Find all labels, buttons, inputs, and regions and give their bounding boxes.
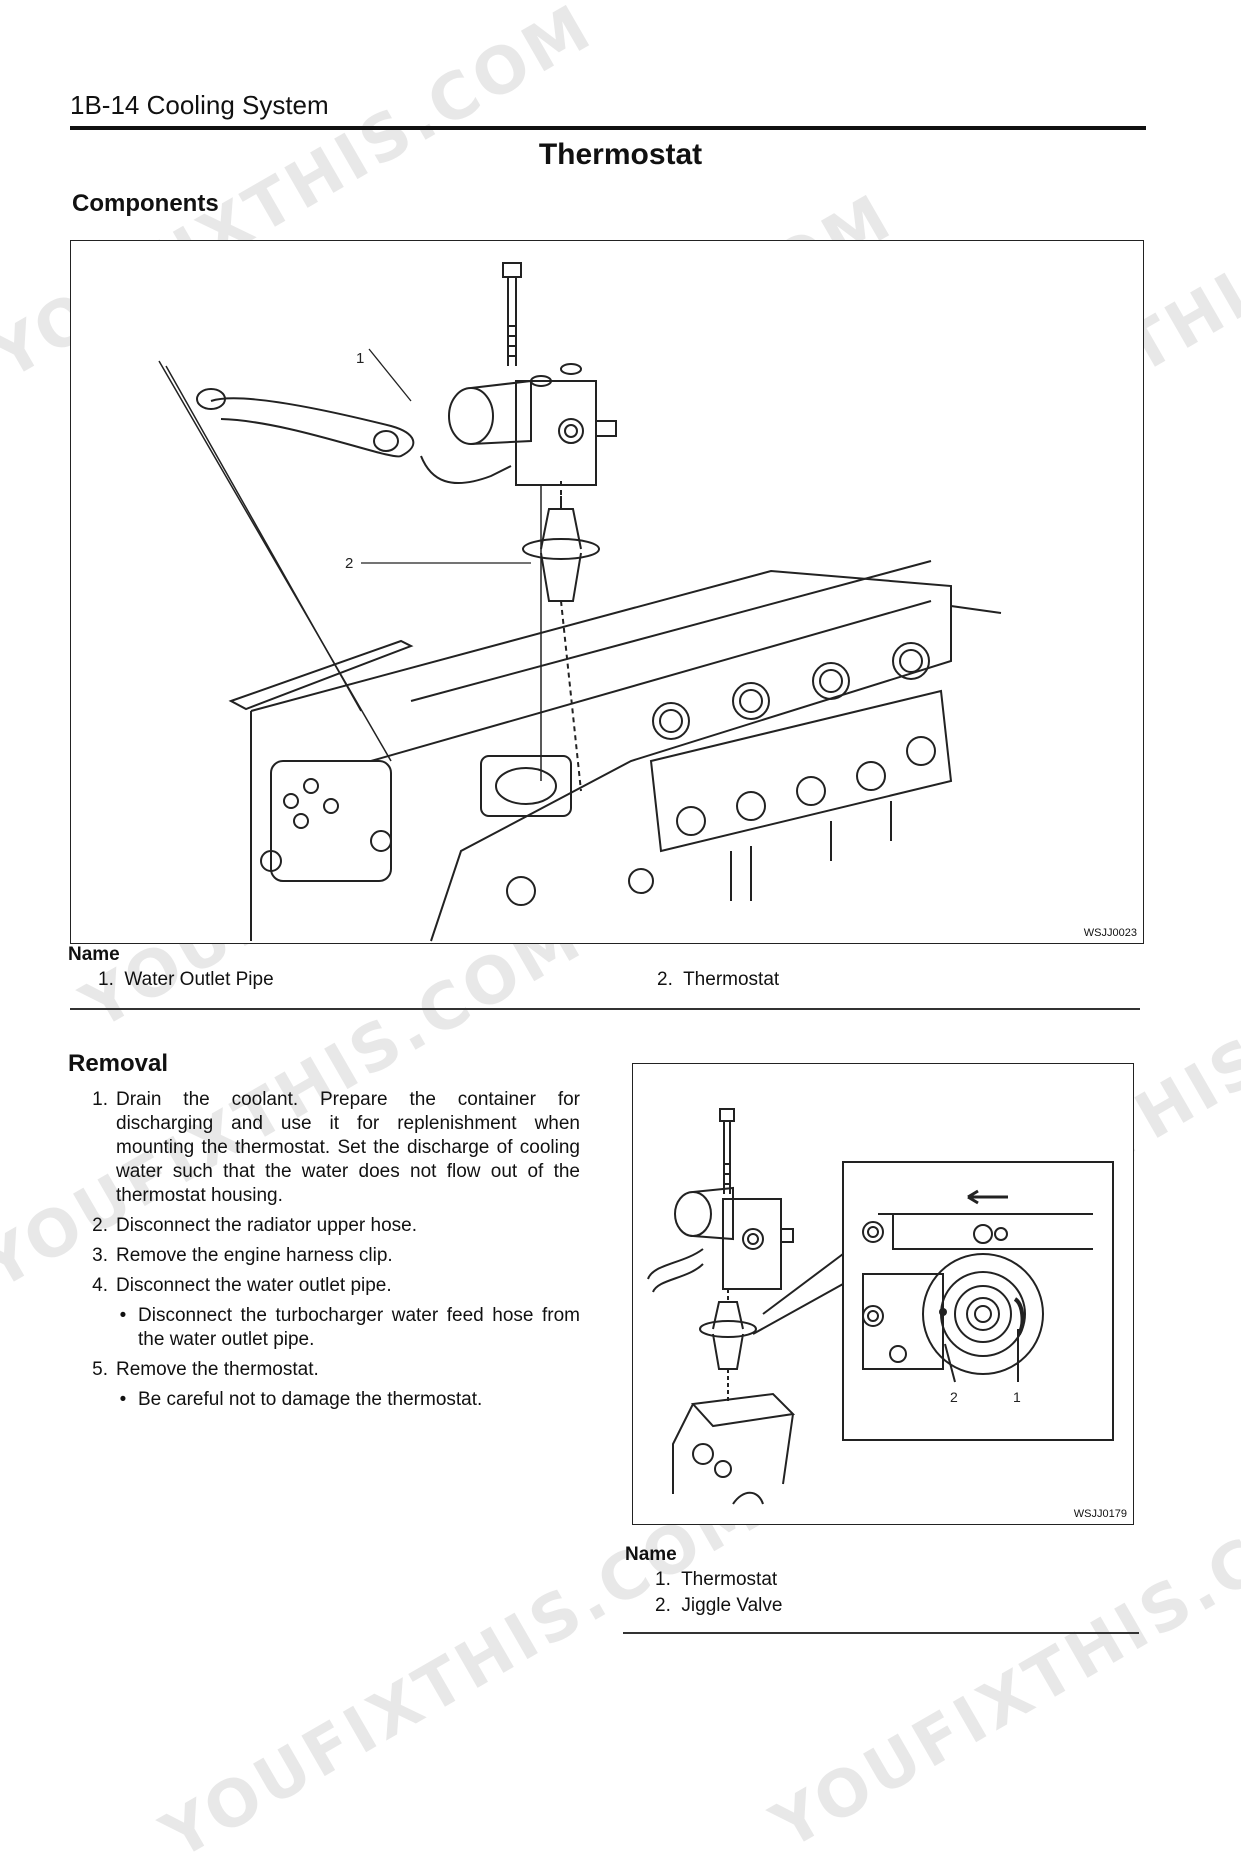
page-header: 1B-14 Cooling System <box>70 90 329 120</box>
step-number: 5. <box>92 1359 108 1380</box>
components-illustration: 1 2 <box>158 262 1002 942</box>
legend-heading: Name <box>68 944 120 965</box>
step-text: Disconnect the radiator upper hose. <box>116 1215 418 1236</box>
step-item: 2. Disconnect the radiator upper hose. <box>70 1214 580 1238</box>
step-number: 3. <box>92 1245 108 1266</box>
legend-num: 2. <box>657 969 673 990</box>
removal-illustration: 2 1 <box>647 1108 1114 1505</box>
legend-item: 1. Water Outlet Pipe <box>98 969 274 991</box>
legend-item: 2. Jiggle Valve <box>655 1595 782 1617</box>
section-divider <box>623 1632 1139 1634</box>
legend-label: Thermostat <box>681 1569 778 1590</box>
page-title: Thermostat <box>538 138 703 171</box>
legend-heading: Name <box>625 1544 677 1565</box>
step-item: 1. Drain the coolant. Prepare the contai… <box>70 1088 580 1208</box>
callout-1: 1 <box>1013 1389 1021 1405</box>
figure-code: WSJJ0023 <box>1083 927 1137 939</box>
bullet-icon: • <box>119 1305 127 1326</box>
removal-figure: 2 1 WSJJ0179 <box>632 1063 1134 1525</box>
bullet-text: Disconnect the turbocharger water feed h… <box>138 1305 580 1350</box>
legend-item: 1. Thermostat <box>655 1569 777 1591</box>
components-heading: Components <box>72 190 219 217</box>
legend-label: Water Outlet Pipe <box>124 969 274 990</box>
removal-steps: 1. Drain the coolant. Prepare the contai… <box>70 1088 580 1418</box>
step-number: 1. <box>92 1089 108 1110</box>
removal-heading: Removal <box>68 1050 169 1077</box>
legend-label: Jiggle Valve <box>681 1595 783 1616</box>
step-text: Drain the coolant. Prepare the container… <box>116 1089 580 1206</box>
legend-num: 1. <box>98 969 114 990</box>
step-bullet: • Be careful not to damage the thermosta… <box>108 1388 580 1412</box>
watermark: YOUFIXTHIS.COM <box>150 1470 776 1874</box>
callout-2: 2 <box>345 555 353 572</box>
step-text: Remove the thermostat. <box>116 1359 319 1380</box>
step-item: 5. Remove the thermostat. <box>70 1358 580 1382</box>
step-bullet: • Disconnect the turbocharger water feed… <box>108 1304 580 1352</box>
figure-code: WSJJ0179 <box>1073 1508 1127 1520</box>
header-rule <box>70 126 1146 130</box>
step-item: 3. Remove the engine harness clip. <box>70 1244 580 1268</box>
callout-1: 1 <box>356 350 364 367</box>
legend-item: 2. Thermostat <box>657 969 779 991</box>
section-divider <box>70 1008 1140 1010</box>
bullet-icon: • <box>119 1389 127 1410</box>
step-text: Disconnect the water outlet pipe. <box>116 1275 392 1296</box>
legend-label: Thermostat <box>683 969 780 990</box>
callout-2: 2 <box>950 1389 958 1405</box>
legend-num: 2. <box>655 1595 671 1616</box>
bullet-text: Be careful not to damage the thermostat. <box>138 1389 483 1410</box>
legend-num: 1. <box>655 1569 671 1590</box>
step-number: 4. <box>92 1275 108 1296</box>
components-figure: 1 2 WSJJ0023 <box>70 240 1144 944</box>
step-number: 2. <box>92 1215 108 1236</box>
step-item: 4. Disconnect the water outlet pipe. <box>70 1274 580 1298</box>
step-text: Remove the engine harness clip. <box>116 1245 393 1266</box>
